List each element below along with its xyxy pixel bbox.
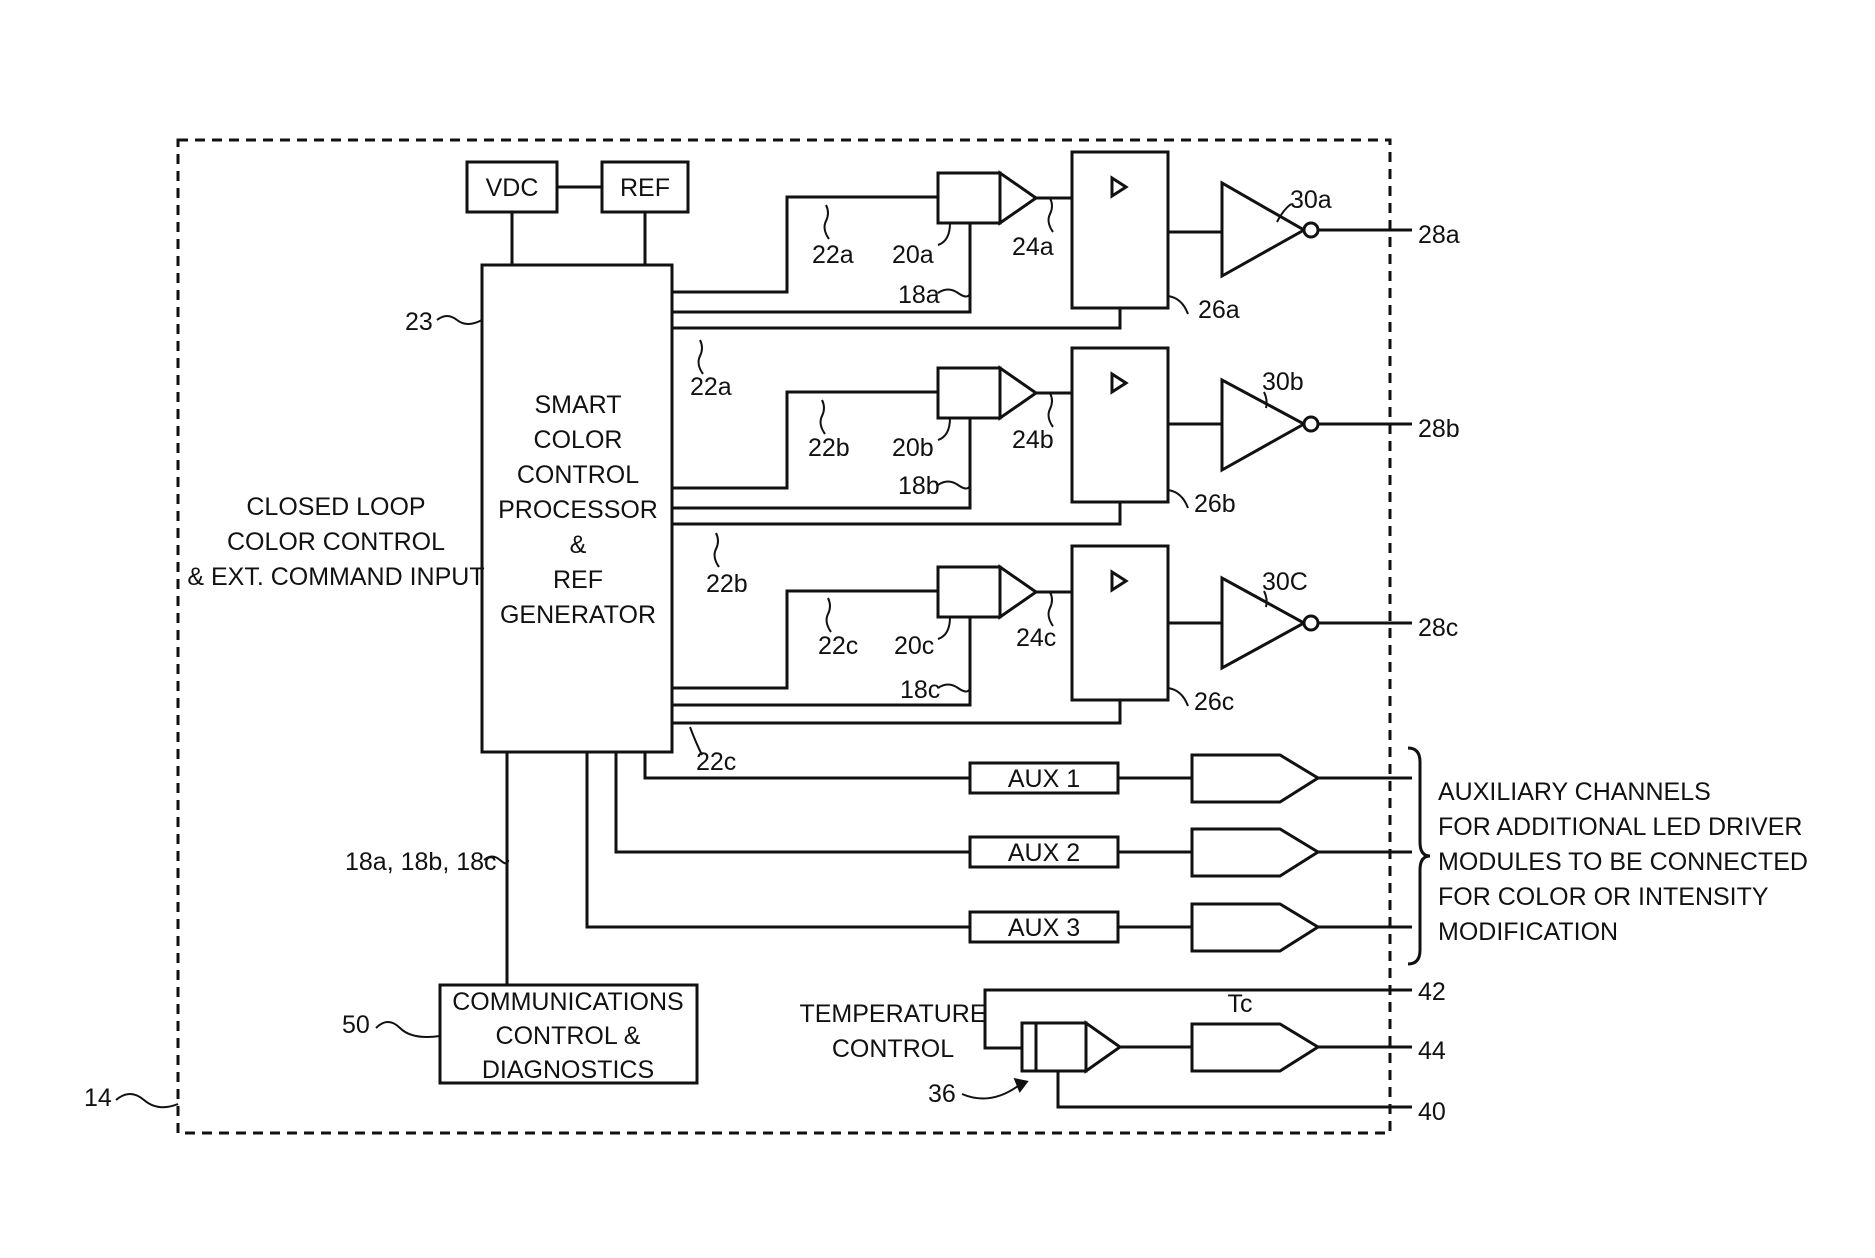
ref-23: 23 bbox=[405, 308, 433, 336]
fb-18c: 18c bbox=[900, 676, 940, 704]
ampout-24c: 24c bbox=[1016, 624, 1056, 652]
aux3-label: AUX 3 bbox=[1008, 914, 1080, 942]
ref-18-all: 18a, 18b, 18c bbox=[345, 848, 497, 876]
svg-text:CONTROL: CONTROL bbox=[832, 1035, 954, 1063]
ref2-22c: 22c bbox=[696, 748, 736, 776]
svg-text:CONTROL &: CONTROL & bbox=[496, 1022, 641, 1050]
svg-text:AUXILIARY CHANNELS: AUXILIARY CHANNELS bbox=[1438, 778, 1711, 806]
fb-18b: 18b bbox=[898, 472, 940, 500]
inv-30a: 30a bbox=[1290, 186, 1332, 214]
svg-text:COLOR: COLOR bbox=[534, 426, 623, 454]
amp-20c: 20c bbox=[894, 632, 934, 660]
out-28b: 28b bbox=[1418, 415, 1460, 443]
svg-text:MODULES TO BE CONNECTED: MODULES TO BE CONNECTED bbox=[1438, 848, 1808, 876]
out-28c: 28c bbox=[1418, 614, 1458, 642]
amp-20b: 20b bbox=[892, 434, 934, 462]
module-boundary bbox=[178, 140, 1390, 1133]
ref-44: 44 bbox=[1418, 1037, 1446, 1065]
ref-14: 14 bbox=[84, 1084, 112, 1112]
svg-text:& EXT. COMMAND INPUT: & EXT. COMMAND INPUT bbox=[187, 563, 484, 591]
ref-40: 40 bbox=[1418, 1098, 1446, 1126]
svg-text:REF: REF bbox=[553, 566, 603, 594]
svg-text:TEMPERATURE: TEMPERATURE bbox=[799, 1000, 986, 1028]
closed-loop-label: CLOSED LOOP COLOR CONTROL & EXT. COMMAND… bbox=[187, 493, 484, 591]
drv-26a: 26a bbox=[1198, 296, 1240, 324]
ref-42: 42 bbox=[1418, 978, 1446, 1006]
vdc-label: VDC bbox=[486, 174, 539, 202]
ref-22c: 22c bbox=[818, 632, 858, 660]
ref2-22a: 22a bbox=[690, 373, 732, 401]
amp-20a: 20a bbox=[892, 241, 934, 269]
svg-text:DIAGNOSTICS: DIAGNOSTICS bbox=[482, 1056, 654, 1084]
svg-text:COMMUNICATIONS: COMMUNICATIONS bbox=[452, 988, 683, 1016]
drv-26b: 26b bbox=[1194, 490, 1236, 518]
temperature-label: TEMPERATURE CONTROL bbox=[799, 1000, 986, 1063]
svg-text:MODIFICATION: MODIFICATION bbox=[1438, 918, 1618, 946]
drv-26c: 26c bbox=[1194, 688, 1234, 716]
inv-30b: 30b bbox=[1262, 368, 1304, 396]
ref-22b: 22b bbox=[808, 434, 850, 462]
ref-label: REF bbox=[620, 174, 670, 202]
out-28a: 28a bbox=[1418, 221, 1460, 249]
svg-text:PROCESSOR: PROCESSOR bbox=[498, 496, 658, 524]
svg-text:CONTROL: CONTROL bbox=[517, 461, 639, 489]
ref-36: 36 bbox=[928, 1080, 956, 1108]
svg-text:COLOR CONTROL: COLOR CONTROL bbox=[227, 528, 445, 556]
tc-label: Tc bbox=[1228, 990, 1253, 1018]
svg-text:GENERATOR: GENERATOR bbox=[500, 601, 656, 629]
svg-text:CLOSED LOOP: CLOSED LOOP bbox=[246, 493, 425, 521]
temperature-control bbox=[985, 990, 1412, 1107]
ref-22a: 22a bbox=[812, 241, 854, 269]
svg-text:FOR ADDITIONAL LED DRIVER: FOR ADDITIONAL LED DRIVER bbox=[1438, 813, 1802, 841]
ref2-22b: 22b bbox=[706, 570, 748, 598]
ampout-24b: 24b bbox=[1012, 426, 1054, 454]
aux-note: AUXILIARY CHANNELS FOR ADDITIONAL LED DR… bbox=[1438, 778, 1808, 946]
aux1-label: AUX 1 bbox=[1008, 765, 1080, 793]
fb-18a: 18a bbox=[898, 281, 940, 309]
inv-30c: 30C bbox=[1262, 568, 1308, 596]
ampout-24a: 24a bbox=[1012, 233, 1054, 261]
aux2-label: AUX 2 bbox=[1008, 839, 1080, 867]
svg-text:SMART: SMART bbox=[534, 391, 621, 419]
svg-text:FOR COLOR OR INTENSITY: FOR COLOR OR INTENSITY bbox=[1438, 883, 1769, 911]
ref-50: 50 bbox=[342, 1011, 370, 1039]
svg-text:&: & bbox=[570, 531, 587, 559]
